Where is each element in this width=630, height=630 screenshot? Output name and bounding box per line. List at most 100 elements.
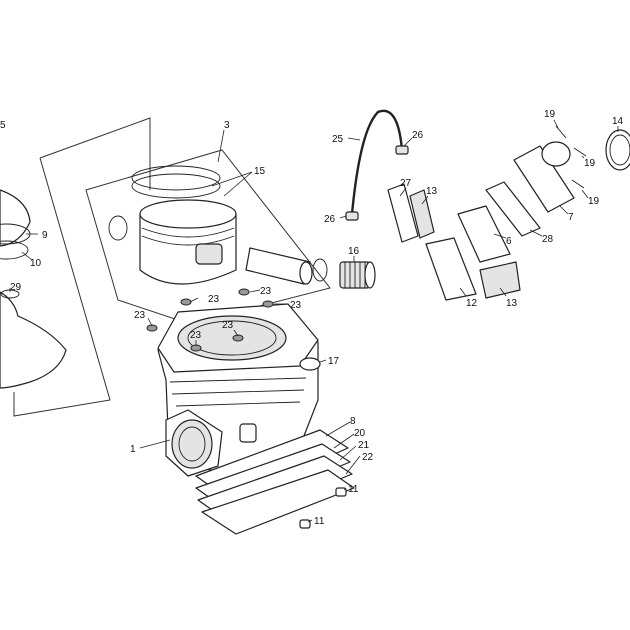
leader-23d <box>147 317 153 327</box>
piston-groove-1 <box>141 227 235 238</box>
leader-1 <box>139 439 171 449</box>
plug-17 <box>299 357 321 371</box>
callout-21: 21 <box>358 440 370 451</box>
clamp-26-top <box>395 145 409 155</box>
leader-21 <box>339 445 357 461</box>
callout-13-lower: 13 <box>506 298 518 309</box>
intake-manifold-neck <box>541 141 571 167</box>
hose-clamp-14 <box>605 129 630 171</box>
callout-28: 28 <box>542 234 554 245</box>
callout-16: 16 <box>348 246 360 257</box>
base-gaskets <box>195 429 355 535</box>
gasket-28 <box>485 181 541 237</box>
gasket-12 <box>425 237 477 301</box>
reed-stopper-27 <box>387 183 419 243</box>
callout-26-top: 26 <box>412 130 424 141</box>
leader-28 <box>529 229 543 237</box>
leader-20 <box>333 433 355 449</box>
leader-19b <box>581 155 585 159</box>
cylinder-boss <box>239 423 257 443</box>
leader-11b <box>307 519 313 523</box>
hose-assembly <box>345 109 409 221</box>
callout-17: 17 <box>328 356 340 367</box>
intake-manifold-7 <box>513 145 575 213</box>
washer-23a <box>180 298 192 306</box>
cylinder-bore-top <box>177 315 287 361</box>
callout-12: 12 <box>466 298 478 309</box>
hose-25 <box>350 109 404 215</box>
callout-23b: 23 <box>260 286 272 297</box>
dowel-11b <box>299 519 311 529</box>
leader-17 <box>319 359 327 363</box>
callout-27: 27 <box>400 178 412 189</box>
piston-pin-boss <box>195 243 223 265</box>
callout-20: 20 <box>354 428 366 439</box>
callout-10: 10 <box>30 258 42 269</box>
circlip-right <box>312 258 328 282</box>
piston-groove-2 <box>141 235 235 246</box>
callout-3: 3 <box>224 120 230 131</box>
callout-22: 22 <box>362 452 374 463</box>
dowel-11a <box>335 487 347 497</box>
leader-8 <box>325 421 351 437</box>
cylinder-fins <box>169 377 307 407</box>
callout-23a: 23 <box>208 294 220 305</box>
circlip-left <box>108 215 128 241</box>
leader-19c <box>581 189 589 199</box>
seal-ring-10 <box>0 240 29 260</box>
reed-block-6 <box>457 205 511 263</box>
piston-body <box>139 213 237 285</box>
screw-19b <box>573 147 587 157</box>
callout-8: 8 <box>350 416 356 427</box>
reed-valve-assembly <box>387 125 630 301</box>
callout-19b: 19 <box>584 158 596 169</box>
leader-25 <box>347 137 361 141</box>
callout-9: 9 <box>42 230 48 241</box>
leader-13-upper <box>421 195 429 205</box>
hose-clamp-14-inner <box>609 134 630 166</box>
needle-bearing-rollers <box>344 262 366 288</box>
leader-13-lower <box>499 287 507 297</box>
callout-11b: 11 <box>314 516 325 527</box>
callout-19c: 19 <box>588 196 600 207</box>
reed-petal-13-upper <box>409 189 435 239</box>
callout-29: 29 <box>10 282 22 293</box>
callout-23d: 23 <box>134 310 146 321</box>
leader-26-top <box>403 137 413 147</box>
piston-crown <box>139 199 237 229</box>
leader-26-bottom <box>339 215 347 219</box>
needle-bearing <box>339 261 376 289</box>
leader-15 <box>211 171 253 197</box>
left-crankcase-assembly <box>0 117 151 417</box>
leader-lines <box>9 119 619 523</box>
callout-11a: 11 <box>348 484 359 495</box>
reed-petal-13-lower <box>479 261 521 299</box>
leader-7 <box>559 205 569 215</box>
callout-7: 7 <box>568 212 574 223</box>
washer-23d <box>146 324 158 332</box>
piston-ring-lower <box>131 173 221 199</box>
callout-labels: 5 3 15 9 10 29 16 25 26 26 27 13 13 19 1… <box>0 109 624 527</box>
leader-12 <box>459 287 467 297</box>
left-flange-part <box>0 291 67 389</box>
leader-23f <box>233 329 239 337</box>
callout-13-upper: 13 <box>426 186 438 197</box>
washer-23f <box>232 334 244 342</box>
clamp-26-bottom <box>345 211 359 221</box>
callout-26-bottom: 26 <box>324 214 336 225</box>
leader-23a <box>189 297 199 303</box>
leader-19a <box>553 119 559 129</box>
callout-6: 6 <box>506 236 512 247</box>
cylinder-assembly <box>146 288 321 477</box>
exhaust-port-opening <box>171 419 213 469</box>
callout-23e: 23 <box>190 330 202 341</box>
gasket-22 <box>201 469 355 535</box>
cylinder-bore-inner <box>187 320 277 356</box>
piston-pin-end <box>299 261 313 285</box>
leader-10 <box>21 251 33 261</box>
piston-ring-upper <box>131 165 221 191</box>
left-frame-top <box>39 117 151 190</box>
callout-5: 5 <box>0 120 6 131</box>
callout-19a: 19 <box>544 109 556 120</box>
